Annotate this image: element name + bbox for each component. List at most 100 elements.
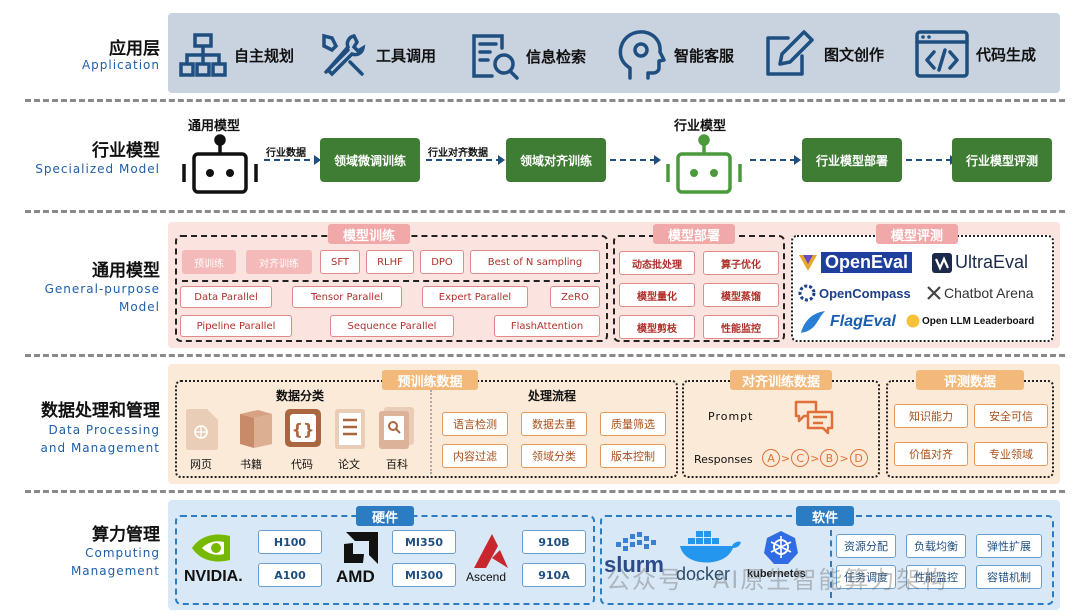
swords-icon: [927, 286, 941, 300]
svg-text:{}: {}: [292, 420, 315, 439]
chip-version-control: 版本控制: [600, 444, 666, 468]
chip-tensor-parallel: Tensor Parallel: [292, 286, 402, 308]
chip-performance-monitor: 性能监控: [906, 565, 966, 589]
chip-knowledge: 知识能力: [894, 404, 968, 428]
response-a: A: [762, 449, 780, 467]
general-model-label: 通用模型: [188, 119, 241, 134]
openeval-icon: [799, 254, 817, 271]
greater-than: >: [810, 451, 820, 465]
layer-app-subtitle: Application: [81, 58, 160, 72]
chip-domain-classification: 领域分类: [521, 444, 587, 468]
chip-deduplication: 数据去重: [521, 412, 587, 436]
app-item-search: 信息检索: [468, 30, 586, 82]
chip-performance-monitoring: 性能监控: [703, 315, 779, 339]
eval-title: 模型评测: [876, 224, 958, 244]
process-title: 处理流程: [528, 389, 577, 403]
pretrain-data-title: 预训练数据: [382, 370, 478, 390]
amd-logo: AMD: [336, 567, 375, 586]
separator: [25, 354, 1065, 357]
chip-expert-parallel: Expert Parallel: [422, 286, 528, 308]
chip-content-filter: 内容过滤: [442, 444, 508, 468]
amd-arrow-icon: [344, 532, 378, 564]
chip-load-balancing: 负载均衡: [906, 534, 966, 558]
layer-compute-subtitle-1: Computing: [85, 546, 160, 560]
chip-mi350: MI350: [392, 530, 456, 554]
robot-icon: [182, 134, 258, 194]
chip-zero: ZeRO: [550, 286, 600, 308]
app-item-label: 代码生成: [976, 45, 1037, 64]
chip-task-scheduling: 任务调度: [836, 565, 896, 589]
eval-data-title: 评测数据: [916, 370, 1024, 390]
classify-papers: 论文: [338, 458, 360, 471]
separator: [25, 210, 1065, 213]
slurm-logo: slurm: [604, 552, 664, 577]
chip-910b: 910B: [522, 530, 586, 554]
code-braces-icon: {}: [285, 409, 321, 447]
prompt-label: Prompt: [708, 410, 754, 423]
chip-sft: SFT: [320, 250, 360, 274]
chip-quantization: 模型量化: [619, 283, 695, 307]
layer-general-subtitle-1: General-purpose: [44, 282, 160, 296]
response-b: B: [820, 449, 839, 467]
chip-dynamic-batching: 动态批处理: [619, 251, 695, 275]
app-item-planning: 自主规划: [178, 32, 294, 78]
kubernetes-logo: kubernetes: [747, 568, 806, 580]
chip-professional-domain: 专业领域: [974, 442, 1048, 466]
chip-value-alignment: 价值对齐: [894, 442, 968, 466]
deploy-title: 模型部署: [653, 224, 735, 244]
training-divider: [182, 280, 600, 282]
nvidia-logo: NVIDIA.: [184, 568, 243, 585]
book-icon: [240, 410, 272, 448]
flageval-logo: FlagEval: [798, 309, 896, 335]
tools-icon: [322, 33, 366, 77]
chip-data-parallel: Data Parallel: [180, 286, 272, 308]
chip-910a: 910A: [522, 563, 586, 587]
robot-icon: [666, 134, 742, 194]
chat-bubbles-icon: [794, 400, 834, 435]
step-domain-alignment: 领域对齐训练: [506, 138, 606, 182]
layer-general-title: 通用模型: [92, 261, 160, 281]
chip-distillation: 模型蒸馏: [703, 283, 779, 307]
layer-compute-title: 算力管理: [92, 525, 160, 545]
openeval-logo: OpenEval: [798, 252, 913, 273]
arrow-label-industry-data: 行业数据: [266, 148, 306, 159]
layer-general-subtitle-2: Model: [118, 300, 160, 314]
chip-fault-tolerance: 容错机制: [976, 565, 1042, 589]
ascend-icon: [474, 534, 508, 568]
hardware-title: 硬件: [356, 506, 414, 526]
chip-operator-optimization: 算子优化: [703, 251, 779, 275]
ultraeval-logo: UltraEval: [932, 252, 1028, 273]
layer-specialized-title: 行业模型: [92, 141, 160, 161]
flag-icon: [801, 311, 825, 333]
paper-icon: [335, 409, 365, 449]
app-item-label: 图文创作: [824, 45, 885, 64]
separator: [25, 99, 1065, 102]
smiley-icon: [906, 314, 920, 328]
dashed-arrow: [750, 155, 801, 165]
classify-title: 数据分类: [276, 389, 325, 403]
app-item-label: 信息检索: [526, 47, 587, 66]
classify-web: 网页: [190, 458, 212, 471]
training-title: 模型训练: [328, 224, 410, 244]
chatbot-arena-logo: Chatbot Arena: [926, 285, 1034, 301]
step-industry-deploy: 行业模型部署: [802, 138, 902, 182]
ultraeval-icon: [932, 252, 952, 273]
code-window-icon: [915, 30, 969, 78]
software-divider: [830, 530, 832, 598]
responses-label: Responses: [694, 453, 753, 466]
chip-pruning: 模型剪枝: [619, 315, 695, 339]
slurm-icon: [616, 532, 656, 551]
chip-pretrain: 预训练: [182, 250, 236, 274]
response-c: C: [791, 449, 810, 467]
application-panel: [168, 13, 1060, 93]
dashed-arrow: [264, 155, 321, 165]
chip-flashattention: FlashAttention: [494, 315, 600, 337]
greater-than: >: [781, 451, 791, 465]
docker-logo: docker: [676, 564, 731, 584]
docker-whale-icon: [680, 531, 741, 563]
encyclopedia-icon: [379, 407, 414, 449]
app-item-code: 代码生成: [914, 28, 1036, 80]
kubernetes-helm-icon: [764, 531, 798, 564]
nvidia-eye-icon: [192, 534, 230, 562]
watermark: 公众号 · AI原生智能算力架构: [606, 566, 949, 594]
